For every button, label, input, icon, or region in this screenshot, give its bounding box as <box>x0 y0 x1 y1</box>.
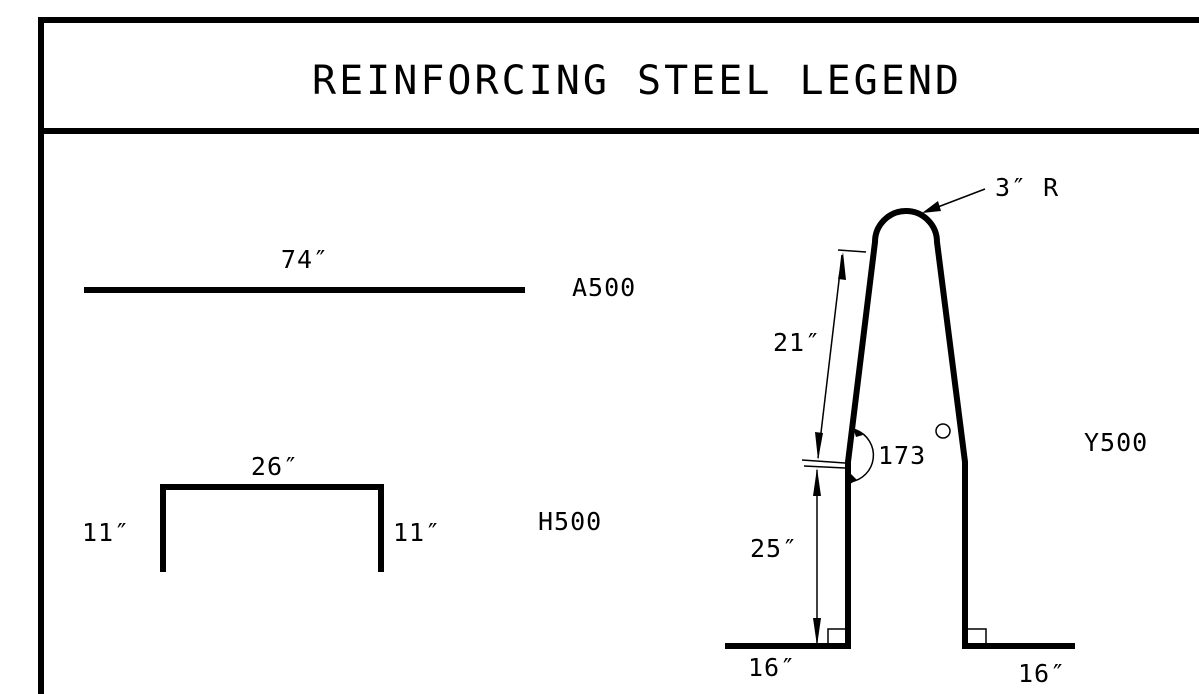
angle-arc-arrow-bottom <box>848 474 857 485</box>
right-angle-marker-right <box>968 628 987 646</box>
dim-21-line <box>817 254 843 459</box>
bar-h500-right-leg-label: 11″ <box>393 518 441 547</box>
dim-tick-top <box>837 249 867 253</box>
bar-a500-mark: A500 <box>572 273 636 302</box>
dim-tick-mid2 <box>803 465 846 469</box>
bar-y500-mark: Y500 <box>1084 428 1148 457</box>
dim-25-arrow-bottom <box>813 618 821 646</box>
dim-21-arrow-top <box>838 252 846 280</box>
sheet-border <box>38 17 1199 694</box>
angle-arc-arrow-top <box>853 427 863 437</box>
bar-y500-radius-label: 3″ R <box>995 173 1059 202</box>
dim-tick-mid <box>801 459 846 464</box>
bar-y500-foot-left-label: 16″ <box>748 653 796 682</box>
degree-symbol-icon <box>935 423 951 439</box>
bar-y500: 3″ R 21″ 25″ 173 16″ 16″ Y500 <box>725 173 1148 688</box>
bar-y500-shape <box>725 208 1075 649</box>
bar-h500-left-leg-label: 11″ <box>82 518 130 547</box>
dim-21-arrow-bottom <box>815 432 823 460</box>
bar-y500-upper-leg-label: 21″ <box>773 328 821 357</box>
bar-a500: 74″ A500 <box>84 245 636 302</box>
bar-h500-mark: H500 <box>538 507 602 536</box>
bar-y500-foot-right-label: 16″ <box>1018 659 1066 688</box>
bar-y500-lower-leg-label: 25″ <box>750 534 798 563</box>
bar-h500-shape <box>160 484 384 572</box>
bar-h500: 26″ 11″ 11″ H500 <box>82 452 602 572</box>
legend-title: REINFORCING STEEL LEGEND <box>312 58 962 104</box>
bar-a500-length-label: 74″ <box>281 245 329 274</box>
bar-h500-top-label: 26″ <box>251 452 299 481</box>
radius-arrowhead <box>922 201 941 213</box>
bar-y500-angle-label: 173 <box>878 441 926 470</box>
right-angle-marker-left <box>827 628 845 646</box>
angle-arc <box>849 429 875 483</box>
dim-25-arrow-top <box>813 468 821 496</box>
